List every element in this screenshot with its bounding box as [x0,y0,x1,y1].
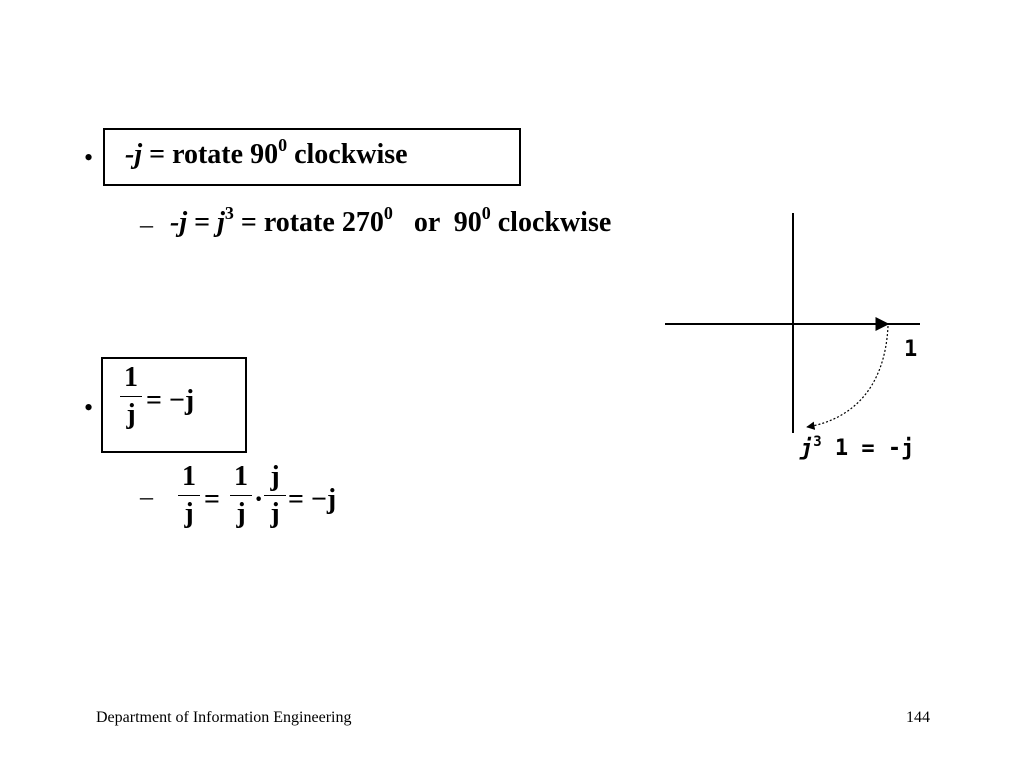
dash-2: – [140,482,153,511]
sub2-dot: · [254,484,264,515]
item2-fraction: 1 j [120,363,142,430]
sub2-eq: = [204,484,220,515]
sub1-text: -j = j3 = rotate 2700 or 900 clockwise [170,203,612,239]
bullet-2: • [84,393,94,422]
sub2-f3-num: j [270,461,280,492]
item1-sup: 0 [278,135,288,155]
sub1-main: = rotate 270 [233,207,384,238]
sub1-sup0b: 0 [481,203,491,223]
fraction-bar [120,396,142,397]
sub2-rhs: = −j [288,484,337,515]
sub2-f3-den: j [270,498,280,529]
sub2-f1-den: j [184,498,194,529]
fraction-bar [178,495,200,496]
rotation-arc-arrow [806,325,889,430]
item2-den: j [126,399,136,430]
diagram-rest: 1 = -j [821,436,915,461]
highlight-box-2 [101,357,247,453]
diagram-label-one: 1 [904,337,918,362]
item2-num: 1 [124,362,138,393]
item1-neg-j: -j [125,139,143,170]
diagram-label-j3: j3 1 = -j [800,434,915,461]
footer-department: Department of Information Engineering [96,709,352,726]
diagram-sup: 3 [813,434,822,450]
sub1-sup0: 0 [383,203,393,223]
item1-main: = rotate 90 [142,139,279,170]
fraction-bar [264,495,286,496]
dash-1: – [140,210,153,239]
bullet-1: • [84,143,94,172]
item1-text: -j = rotate 900 clockwise [125,135,408,171]
sub1-sup3: 3 [224,203,234,223]
sub1-neg-j: -j [170,207,188,238]
highlight-box-1 [103,128,521,186]
sub1-j: j [217,207,225,238]
sub1-eq: = [187,207,218,238]
sub2-fraction-3: j j [264,462,286,529]
sub2-f1-num: 1 [182,461,196,492]
footer-page-number: 144 [906,709,930,726]
item2-rhs: = −j [146,385,195,416]
sub2-f2-den: j [236,498,246,529]
sub2-fraction-1: 1 j [178,462,200,529]
sub2-fraction-2: 1 j [230,462,252,529]
sub1-tail: clockwise [490,207,612,238]
item1-tail: clockwise [287,139,408,170]
sub1-or: or 90 [392,207,482,238]
diagram-j: j [800,436,814,461]
sub2-f2-num: 1 [234,461,248,492]
fraction-bar [230,495,252,496]
